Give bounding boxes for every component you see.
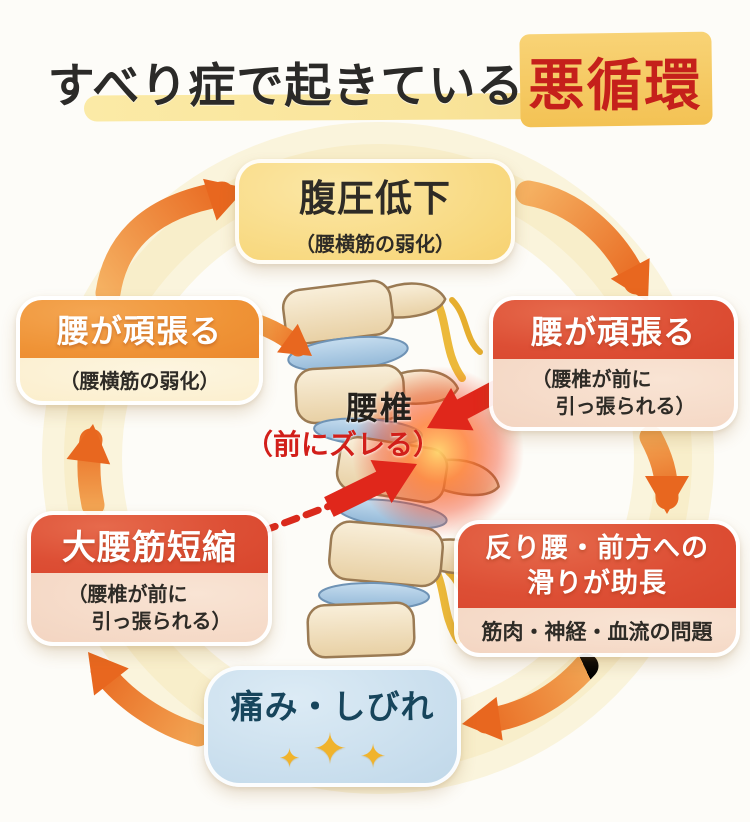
node-right-subtitle-line1: （腰椎が前に (531, 367, 652, 391)
page-title: すべり症で起きている 悪循環 (0, 31, 750, 127)
title-text: すべり症で起きている 悪循環 (47, 31, 713, 127)
arrow-pain-to-bottomleft-icon (70, 638, 210, 747)
node-bottomright-subtitle: 筋肉・神経・血流の問題 (481, 619, 713, 644)
sparkle-icon: ✦ (312, 724, 348, 773)
node-bottom-title: 痛み・しびれ (230, 687, 435, 726)
arrow-top-to-right-icon (515, 180, 668, 313)
node-left-subtitle: （腰横筋の弱化） (59, 369, 220, 393)
title-accent: 悪循環 (519, 31, 713, 127)
node-swayback-slip-promoted: 反り腰・前方への 滑りが助長 筋肉・神経・血流の問題 (454, 520, 740, 657)
node-bottomright-title-line1: 反り腰・前方への (485, 532, 709, 564)
node-bottomleft-subtitle-line2: 引っ張られる） (91, 608, 232, 633)
node-left-title: 腰が頑張る (56, 312, 222, 350)
arrow-left-to-top-icon (95, 167, 253, 306)
node-psoas-shortening: 大腰筋短縮 （腰椎が前に 引っ張られる） (27, 511, 272, 646)
node-lower-back-strains-left: 腰が頑張る （腰横筋の弱化） (16, 296, 263, 405)
center-sublabel-slip: （前にズレる） (244, 428, 441, 461)
title-accent-text: 悪循環 (528, 53, 703, 119)
node-lower-back-strains-right: 腰が頑張る （腰椎が前に 引っ張られる） (489, 296, 738, 431)
node-right-title: 腰が頑張る (530, 312, 696, 351)
node-abdominal-pressure-drop: 腹圧低下 （腰横筋の弱化） (235, 159, 515, 264)
sparkle-icon: ✦ (359, 737, 387, 775)
arrow-bottomright-to-pain-icon (458, 653, 599, 746)
node-right-subtitle-line2: 引っ張られる） (555, 394, 696, 418)
title-prefix: すべり症で起きている (47, 58, 525, 114)
arrow-bottomleft-to-left-icon (66, 421, 115, 517)
sparkle-icon: ✦ (278, 744, 301, 774)
node-top-title: 腹圧低下 (299, 177, 451, 220)
node-bottomright-title-line2: 滑りが助長 (527, 568, 667, 599)
arrow-right-to-bottomright-icon (639, 425, 689, 514)
sparkles-row: ✦ ✦ ✦ (278, 724, 387, 775)
node-pain-numbness: 痛み・しびれ ✦ ✦ ✦ (204, 666, 461, 787)
node-bottomleft-subtitle-line1: （腰椎が前に (67, 581, 188, 606)
node-bottomleft-title: 大腰筋短縮 (62, 527, 237, 568)
dashed-connector-line (259, 495, 352, 535)
node-top-subtitle: （腰横筋の弱化） (295, 232, 455, 256)
